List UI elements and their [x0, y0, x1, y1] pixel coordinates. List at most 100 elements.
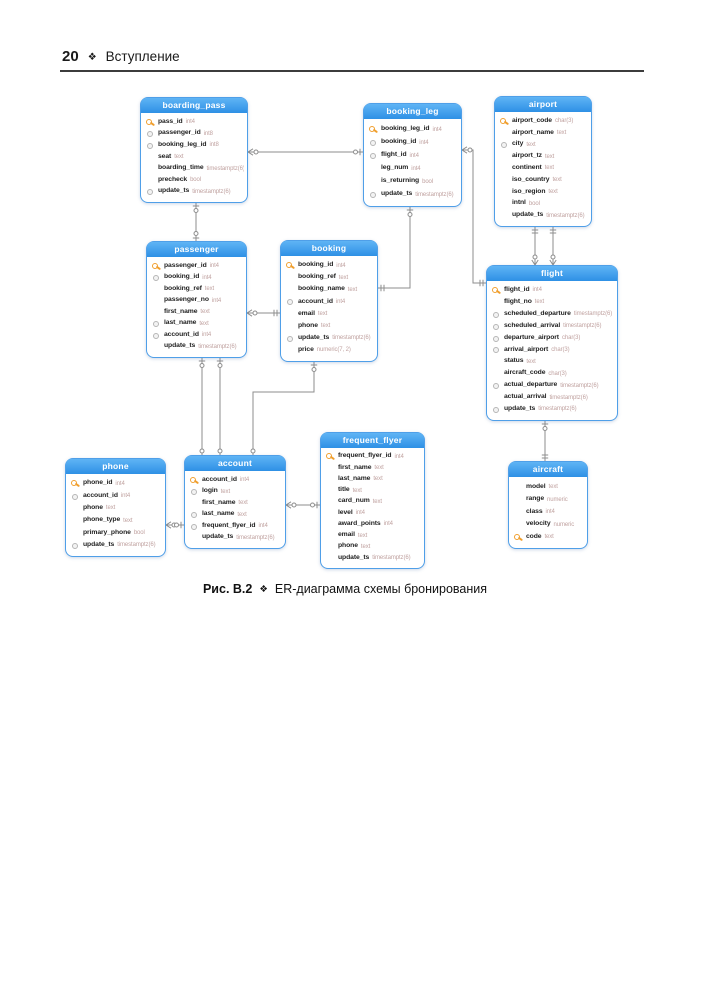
field-type: text — [548, 189, 558, 196]
field-type: bool — [422, 178, 434, 185]
table-title: flight — [487, 266, 617, 281]
primary-key-icon — [71, 479, 80, 488]
relationship-end-markers — [216, 360, 224, 454]
field-type: timestamptz(6) — [415, 191, 454, 198]
field-type: text — [237, 511, 247, 518]
field-type: timestamptz(6) — [192, 188, 231, 195]
field-type: int4 — [419, 139, 429, 146]
relationship-end-markers — [541, 423, 549, 459]
field-name: update_ts — [338, 553, 370, 561]
field-type: text — [123, 517, 133, 524]
foreign-key-icon — [152, 331, 161, 340]
foreign-key-icon — [71, 541, 80, 550]
field-name: airport_name — [512, 128, 554, 136]
field-name: passenger_no — [164, 296, 209, 304]
field-type: int8 — [203, 130, 213, 137]
field-type: char(3) — [548, 370, 567, 377]
table-title: frequent_flyer — [321, 433, 424, 448]
field-icon-placeholder — [514, 508, 523, 517]
field-name: update_ts — [512, 211, 544, 219]
field-name: update_ts — [298, 333, 330, 341]
field-type: int4 — [336, 262, 346, 269]
field-name: booking_id — [381, 138, 417, 146]
field-type: int4 — [202, 274, 212, 281]
field-name: booking_ref — [164, 284, 202, 292]
field-name: email — [298, 309, 315, 317]
foreign-key-icon — [492, 345, 501, 354]
foreign-key-icon — [152, 319, 161, 328]
relationship-line-booking-account — [252, 362, 315, 455]
primary-key-icon — [514, 533, 523, 542]
field-type: timestamptz(6) — [332, 335, 371, 342]
field-name: arrival_airport — [504, 345, 549, 353]
foreign-key-icon — [492, 334, 501, 343]
field-type: int8 — [209, 142, 219, 149]
field-name: seat — [158, 152, 172, 160]
field-type: text — [105, 505, 116, 512]
field-type: text — [200, 309, 210, 316]
field-icon-placeholder — [369, 164, 378, 173]
field-type: timestamptz(6) — [549, 394, 588, 401]
field-icon-placeholder — [286, 273, 295, 282]
field-icon-placeholder — [146, 153, 155, 162]
field-icon-placeholder — [492, 298, 501, 307]
field-type: int4 — [115, 480, 125, 487]
field-type: text — [347, 286, 358, 293]
foreign-key-icon — [492, 381, 501, 390]
field-name: city — [512, 140, 524, 148]
primary-key-icon — [326, 452, 335, 461]
field-icon-placeholder — [326, 464, 335, 473]
field-name: passenger_id — [158, 129, 201, 137]
field-type: int4 — [355, 510, 365, 517]
relationship-end-markers — [461, 146, 484, 287]
field-icon-placeholder — [326, 554, 335, 563]
primary-key-icon — [369, 125, 378, 134]
field-icon-placeholder — [500, 176, 509, 185]
field-name: airport_tz — [512, 152, 542, 160]
field-name: title — [338, 486, 350, 494]
field-type: int4 — [209, 263, 219, 270]
field-type: numeric(7, 2) — [316, 347, 351, 354]
table-title: booking_leg — [364, 104, 461, 119]
field-name: first_name — [338, 463, 372, 471]
field-name: account_id — [298, 297, 333, 305]
field-type: timestamptz(6) — [546, 212, 585, 219]
field-type: int4 — [335, 298, 346, 305]
field-type: numeric — [547, 496, 568, 503]
foreign-key-icon — [500, 140, 509, 149]
field-name: update_ts — [164, 342, 196, 350]
field-name: email — [338, 531, 355, 539]
primary-key-icon — [492, 286, 501, 295]
field-name: phone — [83, 503, 103, 511]
field-icon-placeholder — [146, 176, 155, 185]
table-title: phone — [66, 459, 165, 474]
